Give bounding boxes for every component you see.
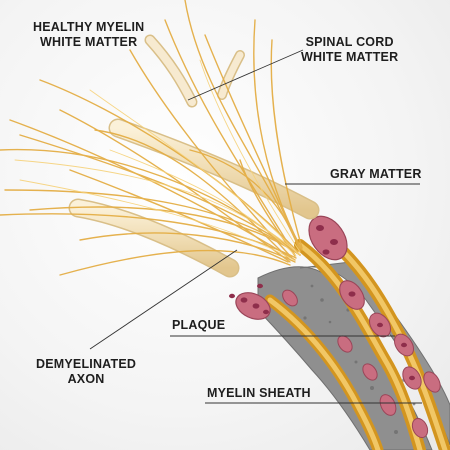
label-myelin-sheath: MYELIN SHEATH: [207, 386, 311, 400]
label-spinal-cord-white-matter: SPINAL CORD WHITE MATTER: [301, 35, 399, 64]
label-plaque: PLAQUE: [172, 318, 226, 332]
cell-bodies: [229, 215, 441, 439]
leader-line-spinal-cord: [187, 49, 304, 101]
label-demyelinated-axon: DEMYELINATED AXON: [36, 357, 137, 386]
myelinated-segments: [68, 34, 320, 278]
leader-lines: [89, 49, 422, 404]
axon-fibres-highlight: [14, 59, 301, 261]
leader-line-demyelinated-axon: [89, 249, 238, 350]
label-gray-matter: GRAY MATTER: [330, 167, 422, 181]
axon-fibres: [0, 0, 303, 276]
label-healthy-myelin-white-matter: HEALTHY MYELIN WHITE MATTER: [33, 20, 145, 49]
